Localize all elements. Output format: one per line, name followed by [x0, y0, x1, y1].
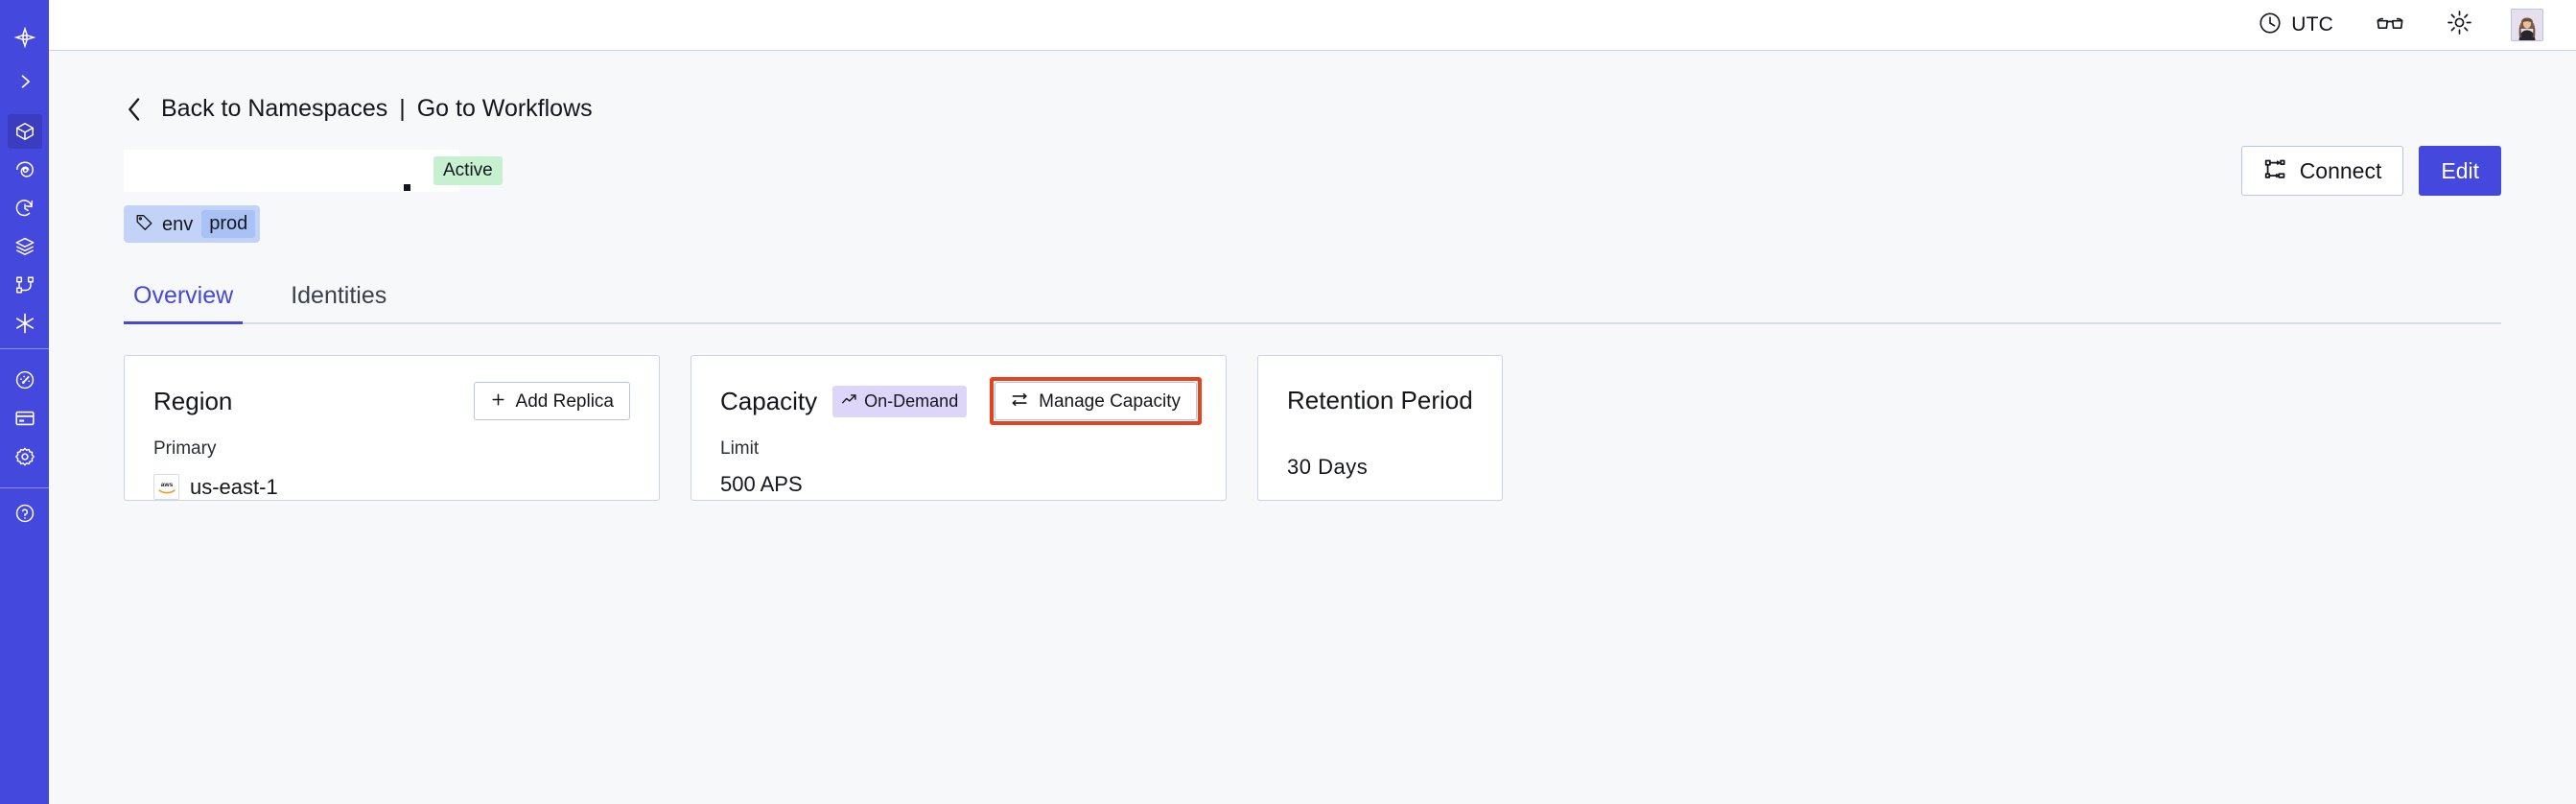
- tag-key: env: [162, 213, 194, 235]
- tab-overview[interactable]: Overview: [124, 284, 244, 324]
- breadcrumb-separator: |: [399, 95, 406, 122]
- connect-icon: [2263, 157, 2287, 185]
- edit-button[interactable]: Edit: [2419, 146, 2501, 196]
- timezone-label: UTC: [2291, 13, 2333, 35]
- namespace-title: [124, 150, 459, 192]
- sidebar-item-usage[interactable]: [0, 361, 49, 399]
- edit-button-label: Edit: [2441, 157, 2479, 183]
- manage-capacity-button[interactable]: Manage Capacity: [995, 382, 1197, 420]
- overview-cards: Region Add Replica: [124, 355, 2501, 501]
- help-circle-icon: [8, 496, 42, 531]
- capacity-card-header: Capacity On-Demand: [720, 382, 1197, 420]
- temporal-logo-icon: [8, 20, 42, 55]
- sidebar-item-observability[interactable]: [0, 151, 49, 189]
- retention-card: Retention Period 30 Days: [1257, 355, 1503, 501]
- sidebar-item-nexus[interactable]: [0, 304, 49, 343]
- region-primary-value: us-east-1: [190, 474, 278, 499]
- sun-icon: [2447, 10, 2472, 40]
- retention-value: 30 Days: [1287, 455, 1369, 479]
- connect-button-label: Connect: [2299, 157, 2382, 183]
- breadcrumb-back-link[interactable]: Back to Namespaces: [161, 95, 388, 122]
- sidebar-item-history[interactable]: [0, 189, 49, 227]
- sliders-icon: [1011, 390, 1029, 413]
- namespace-title-dot: [404, 183, 410, 191]
- sidebar-item-layers[interactable]: [0, 227, 49, 266]
- status-badge: Active: [433, 156, 503, 185]
- cube-icon: [7, 114, 42, 149]
- add-replica-button[interactable]: Add Replica: [473, 382, 630, 420]
- workflow-graph-icon: [8, 268, 42, 302]
- tab-bar: Overview Identities: [124, 272, 2501, 324]
- top-header-bar: UTC: [49, 0, 2576, 51]
- trend-up-icon: [841, 391, 857, 411]
- sidebar-toggle-expand[interactable]: [0, 62, 49, 101]
- namespace-title-row: Active: [124, 146, 2501, 196]
- sidebar-divider-lower: [0, 487, 49, 488]
- capacity-mode-badge: On-Demand: [832, 385, 968, 417]
- aws-icon: aws: [153, 474, 179, 500]
- sidebar-item-workflows[interactable]: [0, 266, 49, 304]
- capacity-card: Capacity On-Demand: [691, 355, 1227, 501]
- connect-button[interactable]: Connect: [2240, 146, 2404, 196]
- svg-text:aws: aws: [160, 482, 173, 488]
- asterisk-icon: [8, 306, 42, 341]
- credit-card-icon: [8, 401, 42, 436]
- retention-card-title: Retention Period: [1287, 386, 1473, 414]
- layers-icon: [8, 229, 42, 264]
- tag-value: prod: [201, 210, 256, 238]
- chevron-left-icon[interactable]: [124, 96, 145, 123]
- capacity-card-title: Capacity: [720, 387, 818, 415]
- clock-icon: [2258, 11, 2283, 40]
- left-sidebar: [0, 0, 49, 804]
- capacity-mode-label: On-Demand: [864, 390, 959, 411]
- region-card-header: Region Add Replica: [153, 382, 630, 420]
- tab-identities[interactable]: Identities: [291, 282, 387, 309]
- avatar[interactable]: [2511, 9, 2543, 41]
- capacity-limit-label: Limit: [720, 438, 760, 459]
- reading-mode-button[interactable]: [2376, 9, 2404, 42]
- region-card-action: Add Replica: [473, 382, 630, 420]
- sidebar-item-billing[interactable]: [0, 399, 49, 437]
- region-primary-value-row: aws us-east-1: [153, 474, 630, 500]
- namespace-tags: env prod: [124, 205, 2501, 243]
- timezone-selector[interactable]: UTC: [2258, 11, 2333, 40]
- tag-env[interactable]: env prod: [124, 205, 261, 243]
- eye-icon: [8, 153, 42, 187]
- chevron-right-icon: [8, 64, 42, 99]
- glasses-icon: [2376, 9, 2404, 42]
- sidebar-item-namespaces[interactable]: [0, 112, 49, 151]
- sidebar-divider-upper: [0, 348, 49, 349]
- region-primary-label: Primary: [153, 438, 217, 459]
- add-replica-label: Add Replica: [515, 390, 614, 412]
- retention-card-header: Retention Period: [1287, 382, 1473, 418]
- clock-rewind-icon: [8, 191, 42, 225]
- capacity-card-action: Manage Capacity: [995, 382, 1197, 420]
- plus-icon: [490, 391, 506, 412]
- gear-icon: [8, 439, 42, 474]
- sidebar-item-help[interactable]: [0, 494, 49, 532]
- main-pane: UTC: [49, 0, 2576, 804]
- breadcrumb: Back to Namespaces | Go to Workflows: [124, 95, 2501, 123]
- namespace-actions: Connect Edit: [2240, 146, 2501, 196]
- breadcrumb-workflows-link[interactable]: Go to Workflows: [416, 95, 593, 122]
- theme-toggle-button[interactable]: [2447, 10, 2472, 40]
- region-card-title: Region: [153, 387, 233, 415]
- page-content: Back to Namespaces | Go to Workflows Act…: [49, 51, 2576, 804]
- region-card: Region Add Replica: [124, 355, 660, 501]
- gauge-icon: [8, 363, 42, 397]
- sidebar-item-settings[interactable]: [0, 437, 49, 476]
- tag-icon: [135, 213, 153, 235]
- manage-capacity-label: Manage Capacity: [1039, 390, 1181, 412]
- sidebar-item-logo[interactable]: [0, 18, 49, 57]
- capacity-limit-value: 500 APS: [720, 472, 803, 496]
